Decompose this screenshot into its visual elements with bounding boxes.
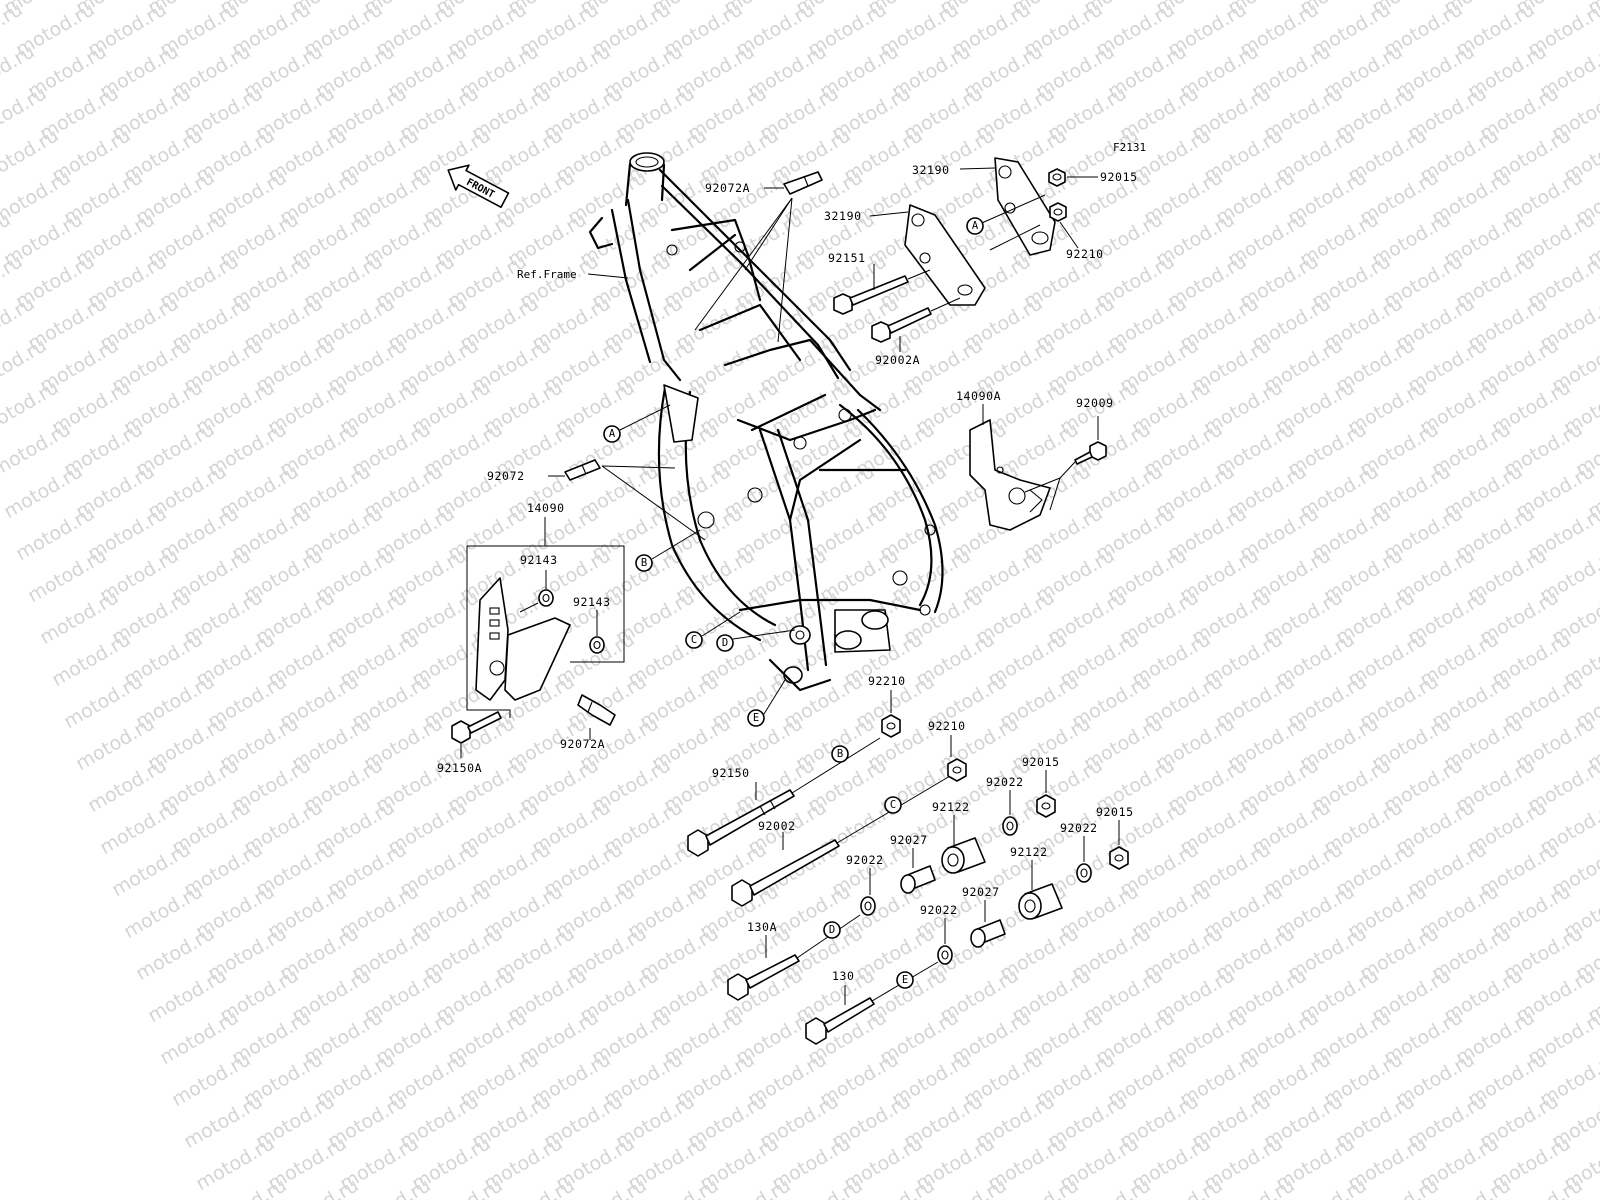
label-92143-a: 92143 bbox=[520, 553, 558, 567]
cover-14090a bbox=[969, 419, 1051, 531]
label-92210-a: 92210 bbox=[868, 674, 906, 688]
collar-92122-a bbox=[941, 837, 986, 874]
label-92210-top: 92210 bbox=[1066, 247, 1104, 261]
washer-92210-b bbox=[947, 758, 967, 782]
svg-text:A: A bbox=[609, 428, 616, 440]
svg-text:A: A bbox=[972, 220, 979, 232]
ref-mark-c-bolt: C bbox=[884, 796, 902, 814]
collar-92122-b bbox=[1018, 883, 1063, 920]
engine-bracket-32190-rear bbox=[994, 157, 1056, 256]
svg-text:B: B bbox=[641, 557, 647, 569]
bolt-130 bbox=[805, 961, 939, 1045]
label-92143-b: 92143 bbox=[573, 595, 611, 609]
front-direction-arrow: FRONT bbox=[447, 164, 510, 209]
washer-92022-b bbox=[860, 896, 876, 916]
label-92122-a: 92122 bbox=[932, 800, 970, 814]
washer-92143-b bbox=[589, 636, 605, 654]
washer-92210-a bbox=[881, 714, 901, 738]
nut-92015-b bbox=[1109, 846, 1129, 870]
engine-bracket-32190-front bbox=[904, 204, 986, 306]
bolt-92002a bbox=[871, 297, 961, 343]
label-92072: 92072 bbox=[487, 469, 525, 483]
label-92150: 92150 bbox=[712, 766, 750, 780]
label-92009: 92009 bbox=[1076, 396, 1114, 410]
svg-text:D: D bbox=[722, 637, 728, 649]
bolt-130a bbox=[727, 914, 861, 1001]
clip-92072 bbox=[564, 459, 601, 481]
label-130a: 130A bbox=[747, 920, 777, 934]
ref-mark-c-frame: C bbox=[685, 611, 741, 649]
washer-92022-c bbox=[1076, 863, 1092, 883]
bolt-92009 bbox=[1074, 441, 1107, 465]
ref-mark-e-bolt: E bbox=[896, 971, 914, 989]
figure-code: F2131 bbox=[1113, 141, 1146, 154]
ref-mark-b-frame: B bbox=[635, 529, 701, 572]
label-92022-a: 92022 bbox=[986, 775, 1024, 789]
svg-text:C: C bbox=[890, 799, 896, 811]
label-92210-b: 92210 bbox=[928, 719, 966, 733]
ref-mark-b-bolt: B bbox=[831, 745, 849, 763]
cover-14090 bbox=[475, 577, 571, 701]
clip-92072a-bottom bbox=[577, 694, 616, 726]
label-92002: 92002 bbox=[758, 819, 796, 833]
label-14090a: 14090A bbox=[956, 389, 1001, 403]
ref-mark-d-frame: D bbox=[716, 629, 796, 652]
ref-mark-e-frame: E bbox=[747, 679, 786, 727]
ref-mark-a-bracket: A bbox=[966, 217, 984, 235]
ref-mark-a-frame: A bbox=[603, 404, 671, 443]
label-14090: 14090 bbox=[527, 501, 565, 515]
collar-92027-a bbox=[900, 865, 936, 894]
svg-text:D: D bbox=[829, 924, 835, 936]
label-92022-b: 92022 bbox=[846, 853, 884, 867]
nut-92015-a bbox=[1036, 794, 1056, 818]
svg-text:C: C bbox=[691, 634, 697, 646]
label-92072a-bottom: 92072A bbox=[560, 737, 605, 751]
ref-mark-d-bolt: D bbox=[823, 921, 841, 939]
svg-text:E: E bbox=[902, 974, 908, 986]
label-92015-b: 92015 bbox=[1096, 805, 1134, 819]
washer-92210-top bbox=[1049, 202, 1067, 222]
label-92002a: 92002A bbox=[875, 353, 920, 367]
clip-92072a-top bbox=[694, 171, 823, 343]
label-92027-b: 92027 bbox=[962, 885, 1000, 899]
ref-frame-label: Ref.Frame bbox=[517, 268, 577, 281]
bolt-92151 bbox=[833, 269, 931, 315]
washer-92143-a bbox=[538, 589, 554, 607]
label-92015-a: 92015 bbox=[1022, 755, 1060, 769]
label-92015-top: 92015 bbox=[1100, 170, 1138, 184]
label-92150a: 92150A bbox=[437, 761, 482, 775]
svg-text:B: B bbox=[837, 748, 843, 760]
collar-92027-b bbox=[970, 919, 1006, 948]
label-92072a-top: 92072A bbox=[705, 181, 750, 195]
label-32190-front: 32190 bbox=[824, 209, 862, 223]
label-92022-d: 92022 bbox=[920, 903, 958, 917]
bolt-92150a bbox=[451, 711, 502, 744]
motorcycle-frame bbox=[588, 152, 944, 692]
label-92122-b: 92122 bbox=[1010, 845, 1048, 859]
label-92151: 92151 bbox=[828, 251, 866, 265]
washer-92022-d bbox=[937, 945, 953, 965]
nut-92015-top bbox=[1048, 168, 1066, 187]
svg-text:E: E bbox=[753, 712, 759, 724]
label-92022-c: 92022 bbox=[1060, 821, 1098, 835]
label-32190-rear: 32190 bbox=[912, 163, 950, 177]
label-92027-a: 92027 bbox=[890, 833, 928, 847]
label-130: 130 bbox=[832, 969, 855, 983]
bolt-92150 bbox=[687, 737, 881, 857]
washer-92022-a bbox=[1002, 816, 1018, 836]
